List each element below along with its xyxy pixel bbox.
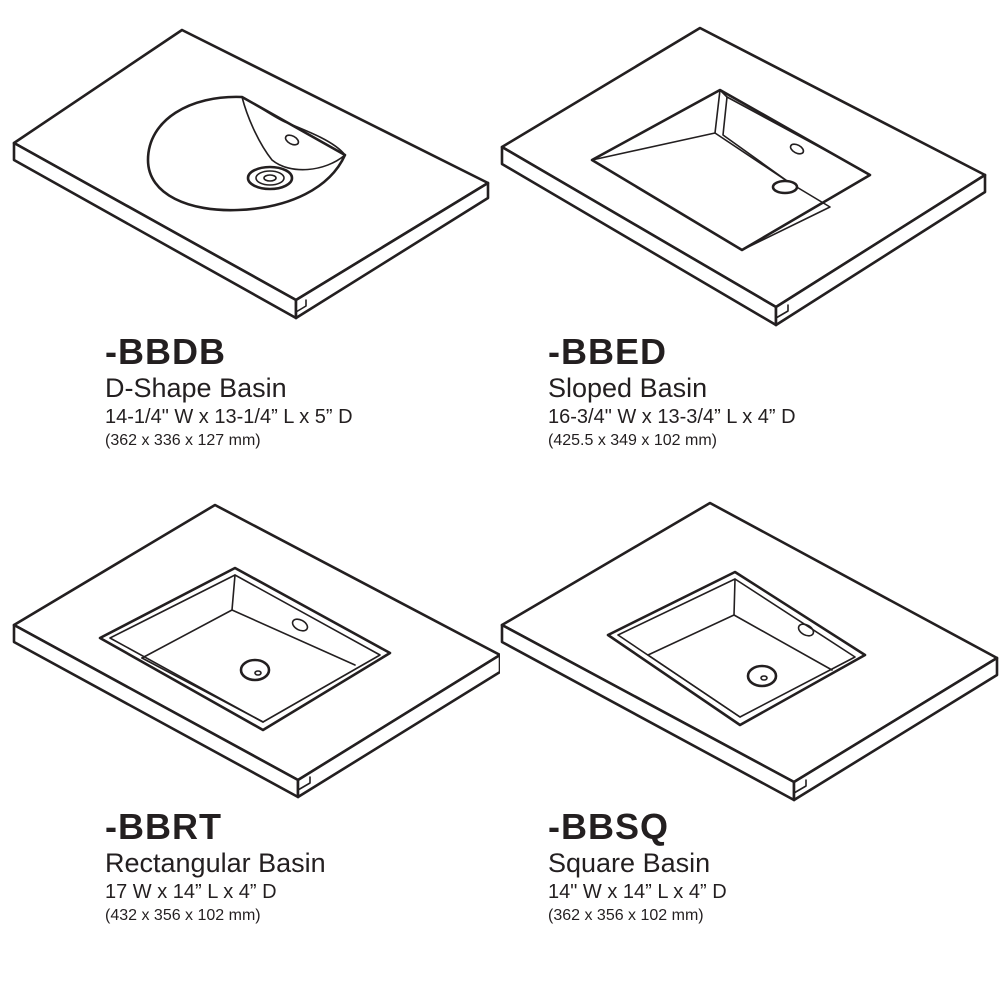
- product-name: Sloped Basin: [548, 373, 708, 403]
- product-bbdb: -BBDB D-Shape Basin 14-1/4" W x 13-1/4” …: [0, 0, 500, 500]
- product-bbrt: -BBRT Rectangular Basin 17 W x 14” L x 4…: [0, 475, 500, 975]
- rectangular-basin-illustration: [0, 475, 500, 805]
- product-bbsq: -BBSQ Square Basin 14" W x 14” L x 4” D …: [500, 475, 1000, 975]
- product-dimensions-metric: (362 x 356 x 102 mm): [548, 907, 704, 924]
- product-label: -BBRT Rectangular Basin 17 W x 14” L x 4…: [105, 808, 326, 928]
- product-dimensions-imperial: 14" W x 14” L x 4” D: [548, 881, 727, 903]
- product-name: Rectangular Basin: [105, 848, 326, 878]
- product-name: Square Basin: [548, 848, 711, 878]
- product-code: -BBRT: [105, 806, 222, 847]
- product-label: -BBDB D-Shape Basin 14-1/4" W x 13-1/4” …: [105, 333, 353, 453]
- product-dimensions-imperial: 14-1/4" W x 13-1/4” L x 5” D: [105, 406, 353, 428]
- product-dimensions-imperial: 17 W x 14” L x 4” D: [105, 881, 277, 903]
- sloped-basin-illustration: [500, 0, 1000, 330]
- product-label: -BBSQ Square Basin 14" W x 14” L x 4” D …: [548, 808, 727, 928]
- product-dimensions-metric: (362 x 336 x 127 mm): [105, 432, 261, 449]
- product-dimensions-metric: (425.5 x 349 x 102 mm): [548, 432, 717, 449]
- product-code: -BBED: [548, 331, 667, 372]
- square-basin-illustration: [500, 475, 1000, 805]
- product-dimensions-metric: (432 x 356 x 102 mm): [105, 907, 261, 924]
- product-bbed: -BBED Sloped Basin 16-3/4" W x 13-3/4” L…: [500, 0, 1000, 500]
- product-code: -BBSQ: [548, 806, 669, 847]
- product-code: -BBDB: [105, 331, 226, 372]
- product-label: -BBED Sloped Basin 16-3/4" W x 13-3/4” L…: [548, 333, 796, 453]
- product-dimensions-imperial: 16-3/4" W x 13-3/4” L x 4” D: [548, 406, 796, 428]
- d-shape-basin-illustration: [0, 0, 500, 330]
- product-name: D-Shape Basin: [105, 373, 287, 403]
